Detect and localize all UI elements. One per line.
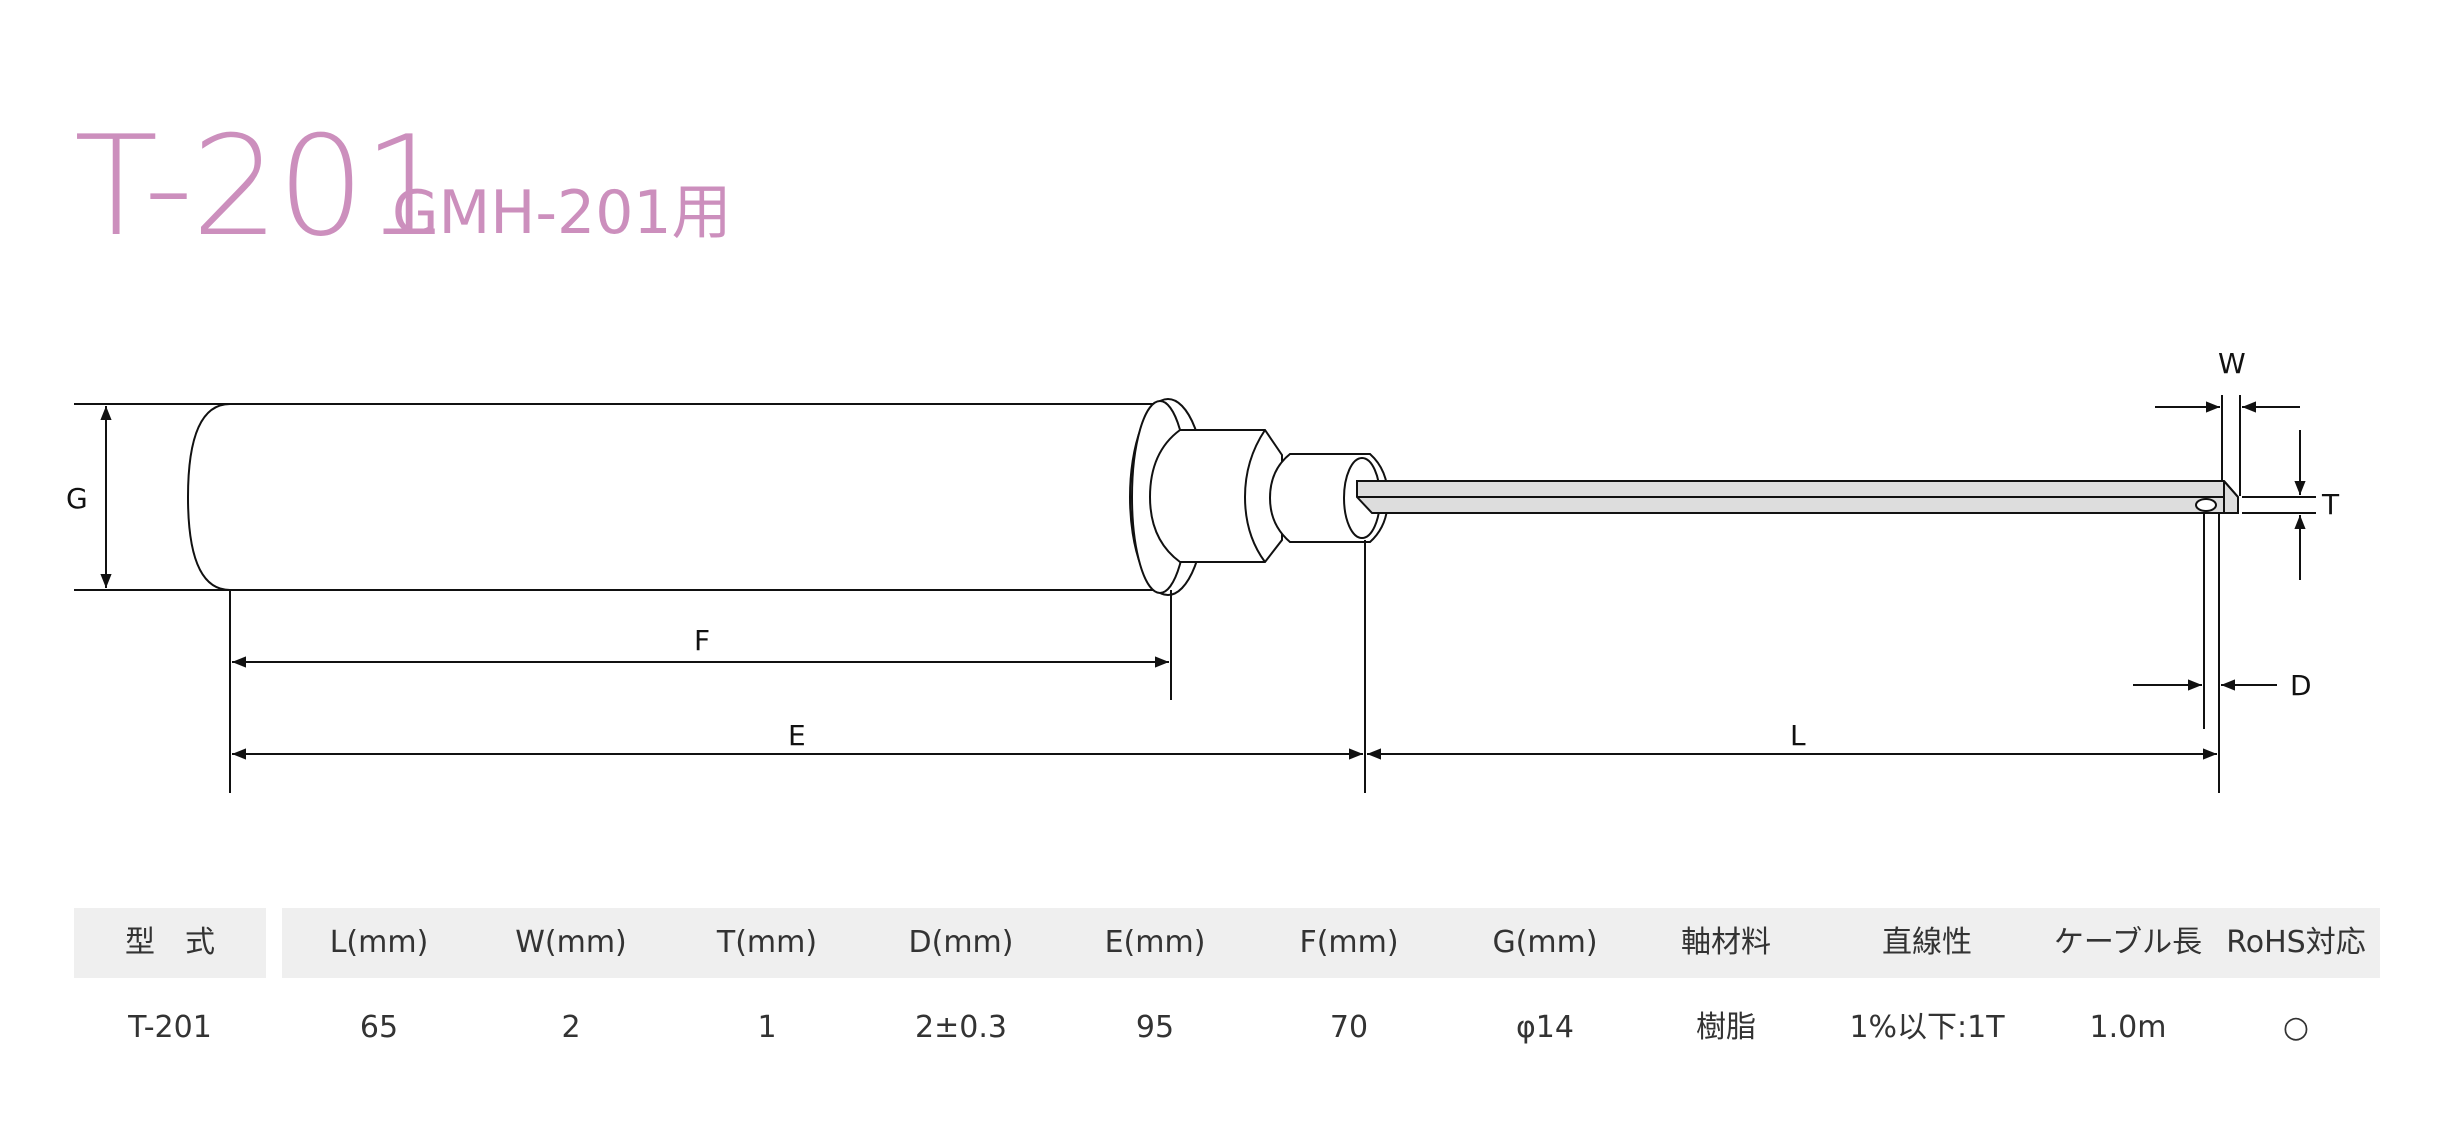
table-cell: T-201	[128, 1010, 212, 1045]
label-d: D	[2290, 669, 2312, 702]
header-cell: W(mm)	[515, 925, 627, 960]
label-f: F	[694, 624, 710, 657]
page-subtitle: GMH-201用	[392, 178, 732, 248]
header-cell: T(mm)	[716, 925, 818, 960]
table-cell: 2±0.3	[915, 1010, 1007, 1045]
header-cell: RoHS対応	[2226, 925, 2366, 960]
hall-sensor	[2195, 498, 2217, 512]
header-cell: ケーブル長	[2053, 925, 2203, 960]
header-cell: 軸材料	[1681, 925, 1771, 960]
label-e: E	[788, 719, 806, 752]
probe-body	[186, 403, 1175, 591]
label-l: L	[1790, 719, 1806, 752]
header-cell: G(mm)	[1492, 925, 1598, 960]
label-w: W	[2218, 347, 2246, 380]
header-cell: E(mm)	[1104, 925, 1206, 960]
header-bg-model	[74, 908, 266, 978]
header-cell: 型 式	[125, 925, 215, 960]
table-cell: 樹脂	[1696, 1010, 1756, 1045]
table-cell: 95	[1135, 1010, 1175, 1045]
page-title: T-201	[74, 106, 451, 267]
table-cell: 2	[561, 1010, 581, 1045]
header-bg-specs	[282, 908, 2380, 978]
header-cell: D(mm)	[908, 925, 1014, 960]
header-cell: 直線性	[1882, 925, 1972, 960]
table-cell: 65	[359, 1010, 399, 1045]
table-cell: ○	[2282, 1010, 2310, 1045]
table-cell: 1.0m	[2089, 1010, 2167, 1045]
table-cell: φ14	[1516, 1010, 1574, 1045]
label-t: T	[2321, 488, 2340, 521]
header-cell: L(mm)	[329, 925, 429, 960]
table-cell: 70	[1329, 1010, 1369, 1045]
header-cell: F(mm)	[1299, 925, 1399, 960]
label-g: G	[66, 482, 88, 515]
table-cell: 1%以下:1T	[1849, 1010, 2005, 1045]
probe-hex-nut	[1148, 429, 1283, 563]
dimension-t	[2242, 430, 2316, 580]
table-cell: 1	[757, 1010, 777, 1045]
dimension-g	[74, 403, 230, 591]
